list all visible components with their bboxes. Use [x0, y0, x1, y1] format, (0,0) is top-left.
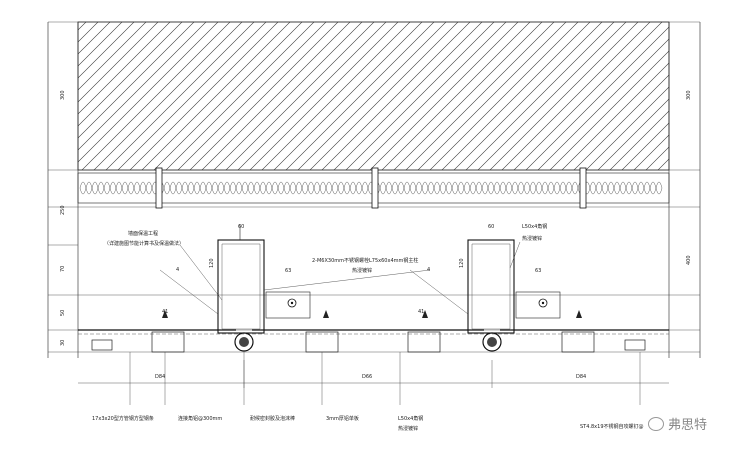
dim-bottom-left: D84	[155, 374, 165, 380]
right-dimension-labels: 300 400	[686, 90, 692, 265]
label-angle-steel-1: L50x4角钢	[398, 415, 423, 422]
dim-left-63: 63	[285, 268, 291, 274]
dim-right-63: 63	[535, 268, 541, 274]
note-insulation-1: 墙面保温工程	[128, 230, 158, 237]
callout-notes: 墙面保温工程 （详建施图节能计算书及保温做法） 2-M6X30mm不锈钢螺栓L7…	[104, 223, 547, 274]
watermark-text: 弗思特	[668, 418, 708, 433]
detail-dimension-labels: 60 60 63 63 41 41 120 120 4 4 D84 D66 D8…	[155, 224, 586, 380]
dim-bottom-middle: D66	[362, 374, 372, 380]
dim-left-70: 70	[60, 266, 66, 272]
bottom-labels: 17x3x20型方管钢方型钢条 连接角铝@300mm 耐候密封胶及泡沫棒 3mm…	[92, 415, 644, 432]
note-mullion-2: 热浸镀锌	[352, 267, 372, 274]
dim-left-30: 30	[60, 340, 66, 346]
dim-left-bracket: 60	[238, 224, 244, 230]
right-bracket-bolt	[515, 291, 561, 319]
left-dimension-labels: 300 250 70 50 30	[60, 90, 66, 346]
dim-left-50: 50	[60, 310, 66, 316]
wechat-icon	[648, 416, 664, 431]
dim-right-300: 300	[686, 90, 692, 100]
note-insulation-2: （详建施图节能计算书及保温做法）	[104, 240, 184, 247]
label-angle-steel-2: 热浸镀锌	[398, 425, 418, 432]
dim-right-bracket: 60	[488, 224, 494, 230]
watermark: 弗思特	[648, 414, 707, 433]
left-steel-mullion	[217, 224, 265, 334]
dim-right-120: 120	[459, 258, 465, 268]
dim-left-num4: 4	[176, 267, 179, 273]
note-angle-steel-1: L50x4角钢	[522, 223, 547, 230]
sealant-joints	[234, 332, 502, 352]
label-screw: ST4.8x19不锈钢自攻螺钉@	[580, 423, 644, 430]
label-square-tube: 17x3x20型方管钢方型钢条	[92, 415, 154, 422]
right-steel-mullion	[467, 239, 515, 334]
dim-left-120: 120	[209, 258, 215, 268]
aluminium-panel	[78, 329, 669, 335]
dim-left-300: 300	[60, 90, 66, 100]
insulation-anchors	[155, 167, 587, 209]
label-aluminium-panel: 3mm厚铝单板	[326, 415, 359, 422]
concrete-wall-hatch	[77, 21, 670, 171]
dim-right-400: 400	[686, 255, 692, 265]
dim-right-num4: 4	[427, 267, 430, 273]
leader-lines	[129, 241, 641, 405]
dim-left-41: 41	[162, 309, 168, 315]
dim-left-250: 250	[60, 205, 66, 215]
bottom-dimension-chain	[78, 360, 669, 388]
dim-bottom-right: D84	[576, 374, 586, 380]
left-bracket-bolt	[265, 291, 311, 319]
note-mullion-1: 2-M6X30mm不锈钢螺栓L75x60x4mm钢主柱	[312, 257, 418, 264]
label-connection-angle: 连接角铝@300mm	[178, 415, 222, 422]
label-sealant: 耐候密封胶及泡沫棒	[250, 415, 295, 422]
note-angle-steel-2: 热浸镀锌	[522, 235, 542, 242]
dim-right-41: 41	[418, 309, 424, 315]
panel-clips	[91, 310, 646, 353]
